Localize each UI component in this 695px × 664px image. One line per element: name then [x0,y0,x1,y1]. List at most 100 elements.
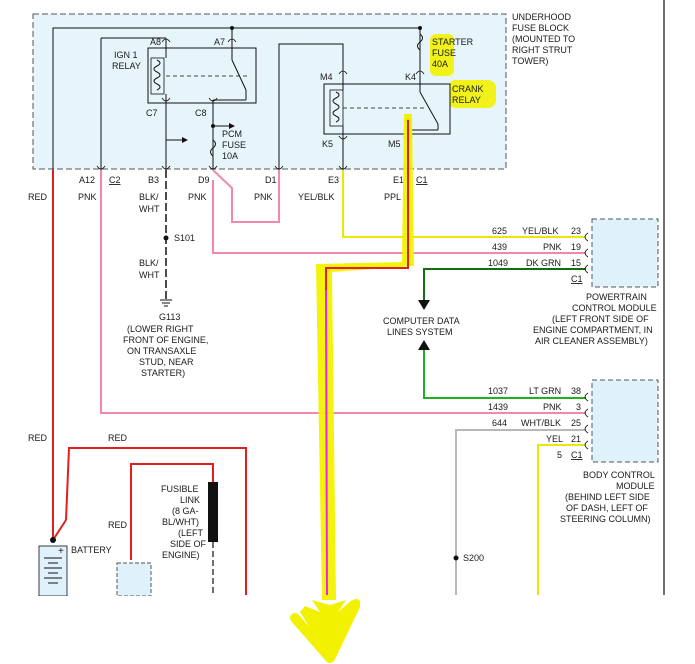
wire-pnk-d9-d1 [212,169,280,223]
wire-red-fusible-label: RED [108,520,128,530]
pcm-circuit-1049: 1049 [488,258,508,268]
bcm-pin-21: 21 [571,434,581,444]
pin-a8: A8 [150,37,161,47]
pcm-color-dk-grn: DK GRN [526,258,561,268]
bcm-circuit-1037: 1037 [488,386,508,396]
ign1-relay-label: IGN 1 RELAY [112,50,141,71]
pcm-connector-c1: C1 [571,274,583,284]
pcm-fuse-label: PCM FUSE 10A [222,129,249,161]
bcm-pin-markers [584,392,589,450]
crank-coil-winding [332,91,340,123]
ground-desc: (LOWER RIGHT FRONT OF ENGINE, ON TRANSAX… [123,324,211,378]
b3-arrowhead [182,137,188,143]
pcm-circuit-439: 439 [492,242,507,252]
bottom-mask-right [360,596,695,664]
bcm-color-yel: YEL [546,434,563,444]
data-arrow-up [418,340,430,350]
wire-red-left: RED [28,192,48,202]
fusible-link [208,482,218,542]
battery-plus-icon: + [58,546,64,557]
pcm-color-pnk: PNK [543,242,562,252]
pcm-circuit-625: 625 [492,226,507,236]
wire-red-top-battery: RED [108,433,128,443]
ign1-coil-winding [153,59,161,91]
conn-d1: D1 [265,175,277,185]
bcm-title: BODY CONTROL MODULE (BEHIND LEFT SIDE OF… [560,470,657,524]
wire-red-top [65,447,247,595]
ground-symbol [160,299,172,307]
pin-k4: K4 [405,72,416,82]
wire-ppl-e1: PPL [384,192,401,202]
down-arrow-icon [300,600,356,660]
wire-blk-wht-b3: BLK/ WHT [139,192,161,214]
crank-switch [419,91,439,125]
bcm-connector-c1: C1 [571,450,583,460]
bottom-mask [0,596,290,664]
bcm-module [591,379,659,463]
wire-pnk-d1: PNK [254,192,273,202]
pin-c7: C7 [146,108,158,118]
splice-s200-dot [453,555,459,561]
down-arrow-icon-body [290,599,361,663]
bcm-circuit-1439: 1439 [488,402,508,412]
battery [38,545,68,597]
pcm-pin-23: 23 [571,226,581,236]
splice-s200: S200 [463,553,484,563]
pin-m4: M4 [320,72,333,82]
wire-blk-wht-lower: BLK/ WHT [139,258,161,280]
pcm-pin-15: 15 [571,258,581,268]
bcm-pin-25: 25 [571,418,581,428]
crank-relay-label: CRANK RELAY [452,84,486,105]
ign1-coil [150,57,165,95]
wire-wht-blk [455,429,586,595]
c8-dot [211,124,215,128]
splice-s101-dot [163,235,169,241]
crank-relay-highlight [448,80,496,108]
pcm-title: POWERTRAIN CONTROL MODULE (LEFT FRONT SI… [533,292,659,346]
bcm-rows: 1037 LT GRN 38 1439 PNK 3 644 WHT/BLK 25… [488,386,583,460]
c8-arrowhead [229,123,235,129]
wire-yel-bcm [537,444,586,595]
battery-side-module [116,562,152,597]
wire-red-lower-left: RED [28,433,48,443]
fusible-link-label: FUSIBLE LINK (8 GA- BL/WHT) (LEFT SIDE O… [161,484,209,560]
starter-fuse-symbol [417,33,423,51]
wire-ppl-magenta [325,289,328,596]
wire-pnk-d9: PNK [188,192,207,202]
wire-pnk-a12: PNK [78,192,97,202]
pin-k5: K5 [322,139,333,149]
wire-pnk-to-bcm [100,170,586,414]
wire-pnk-to-pcm [212,180,586,254]
pcm-module [591,218,659,288]
data-arrow-down [418,300,430,310]
bcm-color-pnk: PNK [543,402,562,412]
starter-fuse-highlight [430,34,454,76]
fuse-block-title: UNDERHOOD FUSE BLOCK (MOUNTED TO RIGHT S… [512,12,578,66]
bcm-color-lt-grn: LT GRN [529,386,561,396]
ppl-highlight [316,114,414,600]
pcm-fuse-symbol [210,139,216,157]
bus-dot-2 [418,26,422,30]
conn-c1: C1 [416,175,428,185]
conn-d9: D9 [198,175,210,185]
wire-dk-grn [423,268,586,300]
conn-e3: E3 [328,175,339,185]
pcm-color-yel-blk: YEL/BLK [522,226,559,236]
wire-ppl-red [325,120,409,290]
pin-m5: M5 [388,139,401,149]
bcm-pin-38: 38 [571,386,581,396]
pin-c8: C8 [195,108,207,118]
battery-label: BATTERY [71,545,112,555]
data-lines-label: COMPUTER DATA LINES SYSTEM [383,316,462,337]
wire-red-to-battery [52,519,67,541]
pcm-rows: 625 YEL/BLK 23 439 PNK 19 1049 DK GRN 15… [488,226,583,284]
bcm-circuit-5: 5 [557,450,562,460]
conn-a12: A12 [79,175,95,185]
starter-fuse-label: STARTER FUSE 40A [432,37,476,69]
wire-yel-blk-to-pcm [342,170,586,238]
ground-g113: G113 [159,312,180,322]
wire-red-fusible [130,463,214,560]
ign1-switch [231,59,247,91]
pin-a7: A7 [214,37,225,47]
